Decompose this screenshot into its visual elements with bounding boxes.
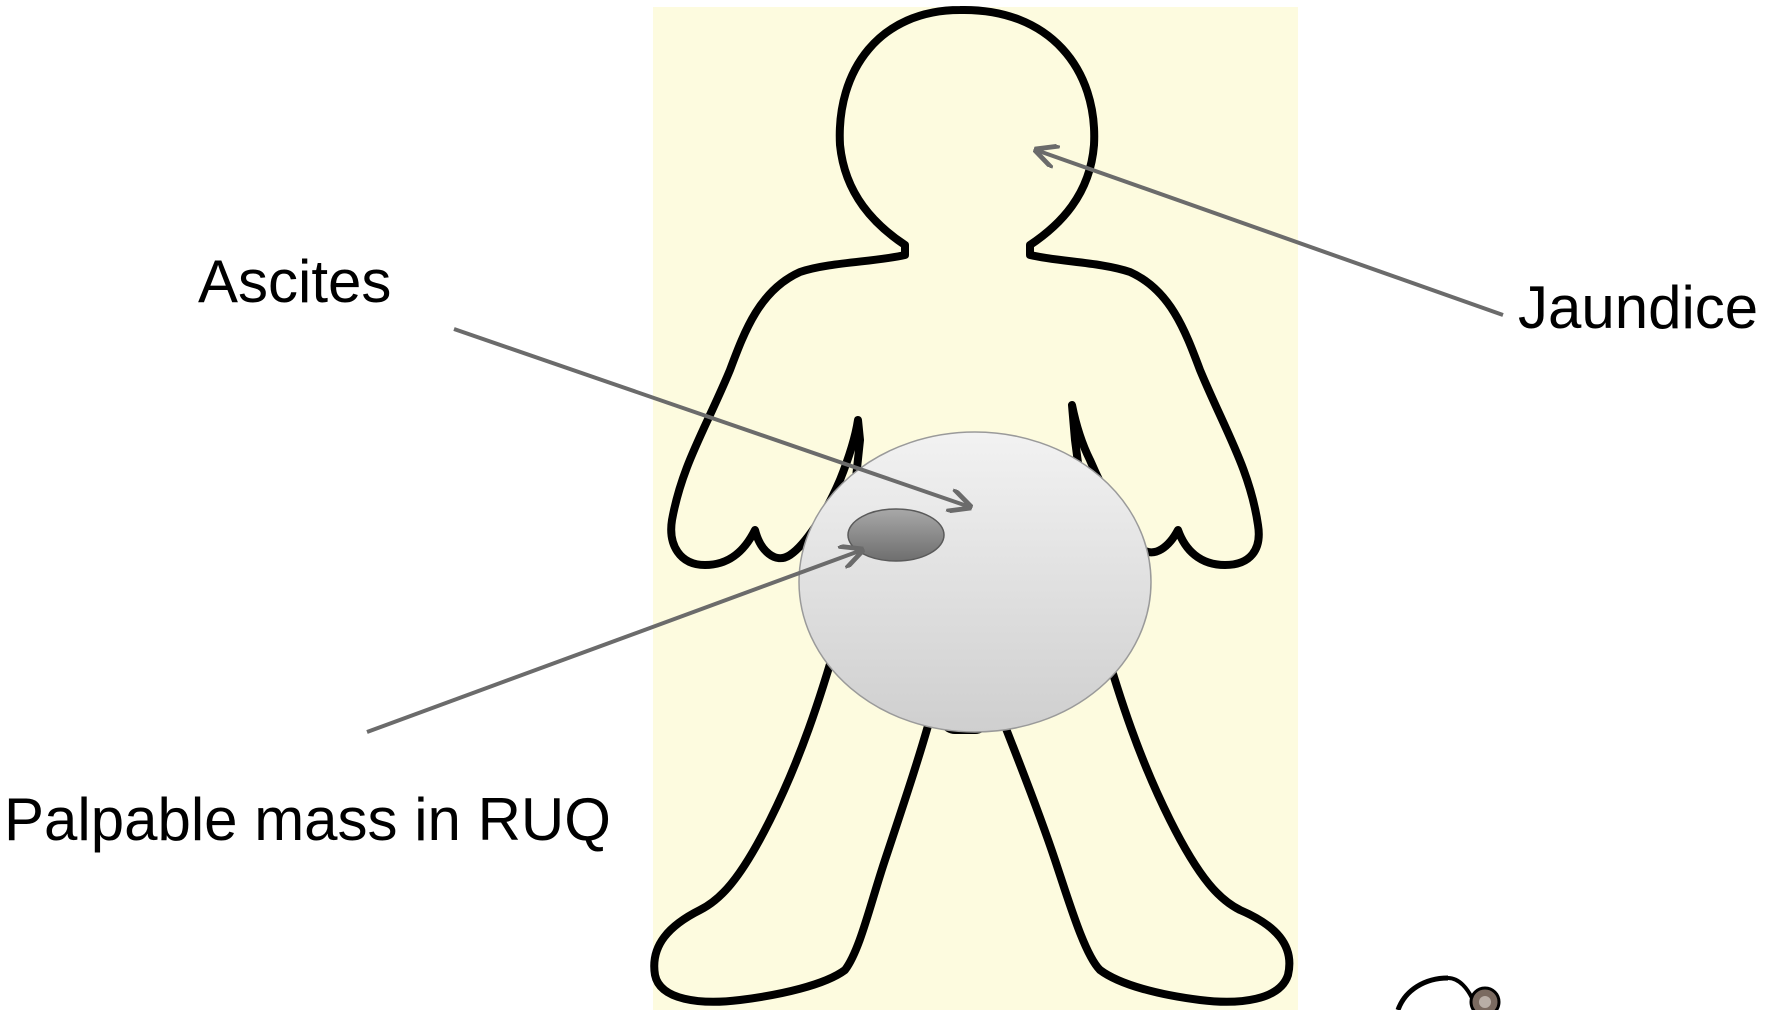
- stethoscope-icon: [1395, 975, 1501, 1015]
- label-ascites: Ascites: [198, 248, 392, 315]
- ascites-arrow: [453, 327, 970, 507]
- jaundice-arrow: [1036, 150, 1504, 317]
- label-jaundice: Jaundice: [1518, 274, 1759, 341]
- mass-arrow: [366, 550, 862, 734]
- ascites-abdomen: [798, 431, 1152, 733]
- ruq-mass: [847, 508, 945, 562]
- label-palpable-mass: Palpable mass in RUQ: [4, 786, 611, 853]
